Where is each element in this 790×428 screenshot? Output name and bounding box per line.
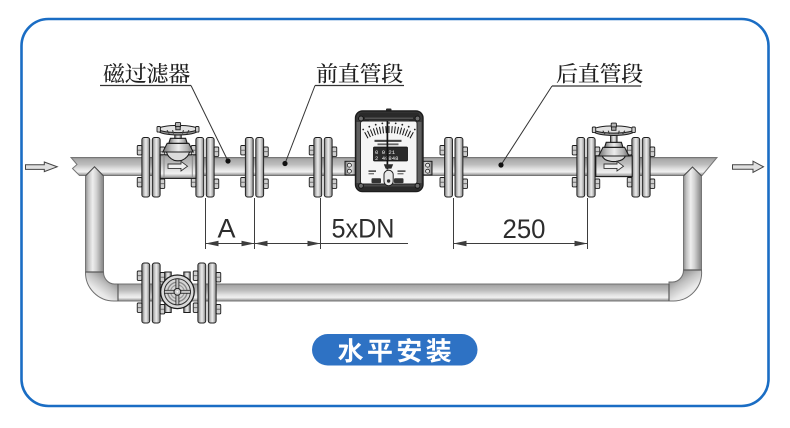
- svg-text:5xDN: 5xDN: [332, 214, 395, 244]
- svg-text:250: 250: [503, 214, 546, 244]
- svg-text:A: A: [217, 214, 235, 244]
- svg-text:0 0.21: 0 0.21: [375, 149, 396, 156]
